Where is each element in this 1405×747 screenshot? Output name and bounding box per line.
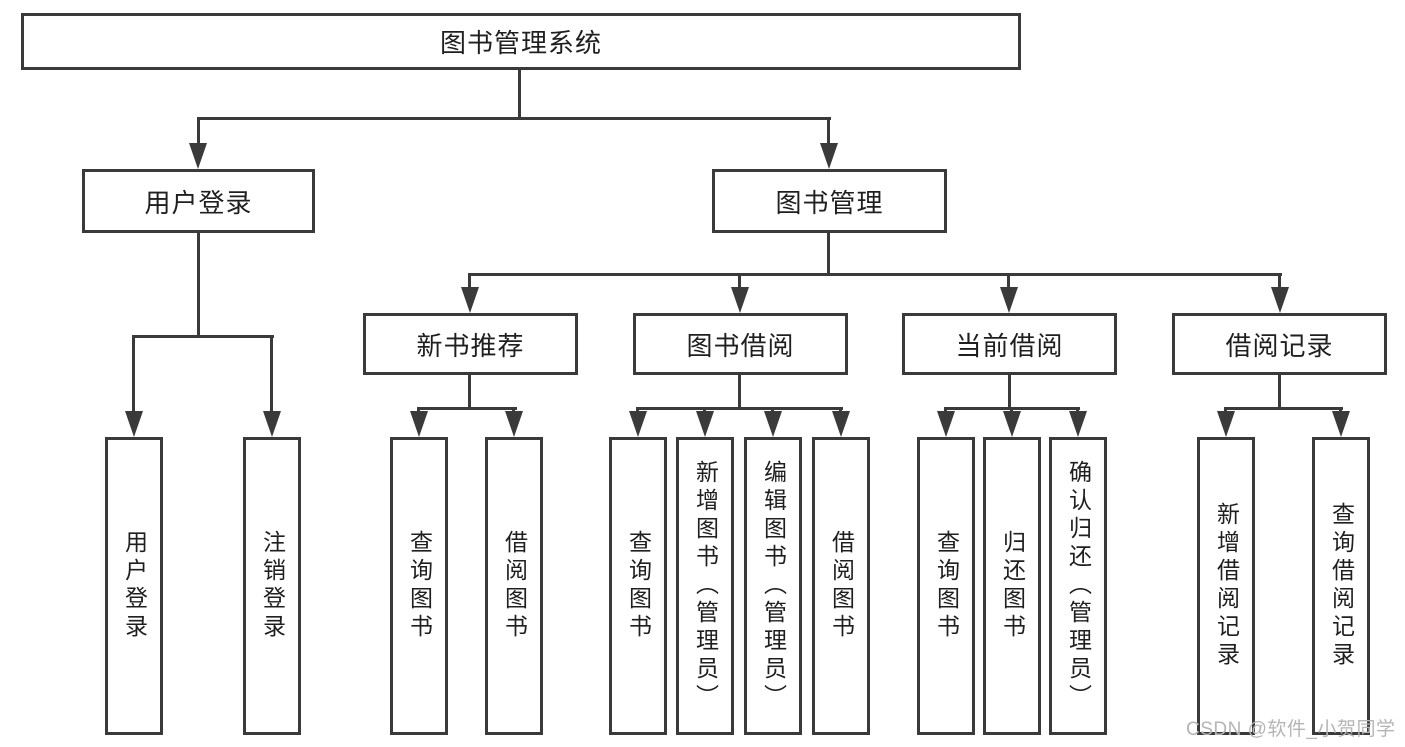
connector-line bbox=[738, 273, 741, 289]
arrowhead-down-icon bbox=[1003, 411, 1021, 437]
leaf-borrowing-query-books: 查询图书 bbox=[609, 437, 667, 735]
connector-line bbox=[1008, 375, 1011, 407]
leaf-records-query-borrow-record: 查询借阅记录 bbox=[1312, 437, 1370, 735]
node-label: 用户登录 bbox=[144, 187, 253, 218]
node-label: 新书推荐 bbox=[416, 330, 525, 361]
node-label: 查询借阅记录 bbox=[1328, 502, 1355, 670]
connector-line bbox=[1007, 273, 1010, 289]
arrowhead-down-icon bbox=[263, 411, 281, 437]
leaf-recommend-borrow-books: 借阅图书 bbox=[485, 437, 543, 735]
node-label: 查询图书 bbox=[625, 530, 652, 642]
leaf-recommend-query-books: 查询图书 bbox=[390, 437, 448, 735]
arrowhead-down-icon bbox=[820, 143, 838, 169]
connector-line bbox=[738, 375, 741, 407]
node-label: 注销登录 bbox=[259, 530, 286, 642]
node-book-management: 图书管理 bbox=[712, 169, 947, 233]
node-current-borrowing: 当前借阅 bbox=[902, 313, 1117, 375]
connector-line bbox=[417, 407, 517, 410]
arrowhead-down-icon bbox=[696, 411, 714, 437]
csdn-watermark: CSDN @软件_小贺同学 bbox=[1186, 719, 1396, 740]
leaf-current-confirm-return-admin: 确认归还（管理员） bbox=[1049, 437, 1107, 735]
arrowhead-down-icon bbox=[764, 411, 782, 437]
arrowhead-down-icon bbox=[410, 411, 428, 437]
arrowhead-down-icon bbox=[1000, 287, 1018, 313]
arrowhead-down-icon bbox=[189, 143, 207, 169]
node-label: 借阅图书 bbox=[828, 530, 855, 642]
leaf-user-login: 用户登录 bbox=[105, 437, 163, 735]
node-label: 新增借阅记录 bbox=[1213, 502, 1240, 670]
node-label: 新增图书（管理员） bbox=[692, 460, 719, 712]
node-book-borrowing: 图书借阅 bbox=[633, 313, 848, 375]
node-label: 当前借阅 bbox=[955, 330, 1064, 361]
leaf-borrowing-edit-books-admin: 编辑图书（管理员） bbox=[744, 437, 802, 735]
node-label: 借阅记录 bbox=[1225, 330, 1334, 361]
connector-line bbox=[1224, 407, 1343, 410]
node-label: 查询图书 bbox=[933, 530, 960, 642]
node-label: 归还图书 bbox=[999, 530, 1026, 642]
connector-line bbox=[197, 117, 200, 147]
arrowhead-down-icon bbox=[629, 411, 647, 437]
leaf-records-add-borrow-record: 新增借阅记录 bbox=[1197, 437, 1255, 735]
leaf-logout-login: 注销登录 bbox=[243, 437, 301, 735]
leaf-borrowing-add-books-admin: 新增图书（管理员） bbox=[676, 437, 734, 735]
arrowhead-down-icon bbox=[832, 411, 850, 437]
leaf-current-query-books: 查询图书 bbox=[917, 437, 975, 735]
connector-line bbox=[827, 117, 830, 147]
connector-line bbox=[197, 233, 200, 335]
node-label: 用户登录 bbox=[121, 530, 148, 642]
connector-line bbox=[636, 407, 843, 410]
arrowhead-down-icon bbox=[937, 411, 955, 437]
node-label: 编辑图书（管理员） bbox=[760, 460, 787, 712]
node-user-login: 用户登录 bbox=[82, 169, 315, 233]
arrowhead-down-icon bbox=[731, 287, 749, 313]
arrowhead-down-icon bbox=[1271, 287, 1289, 313]
connector-line bbox=[468, 273, 1282, 276]
connector-line bbox=[1278, 375, 1281, 407]
arrowhead-down-icon bbox=[1332, 411, 1350, 437]
connector-line bbox=[468, 375, 471, 407]
leaf-borrowing-borrow-books: 借阅图书 bbox=[812, 437, 870, 735]
node-borrowing-records: 借阅记录 bbox=[1172, 313, 1387, 375]
arrowhead-down-icon bbox=[1217, 411, 1235, 437]
leaf-current-return-books: 归还图书 bbox=[983, 437, 1041, 735]
connector-line bbox=[518, 70, 521, 117]
connector-line bbox=[468, 273, 471, 289]
connector-line bbox=[197, 117, 831, 120]
arrowhead-down-icon bbox=[1069, 411, 1087, 437]
node-new-book-recommend: 新书推荐 bbox=[363, 313, 578, 375]
node-label: 确认归还（管理员） bbox=[1065, 460, 1092, 712]
arrowhead-down-icon bbox=[461, 287, 479, 313]
connector-line bbox=[270, 335, 273, 413]
connector-line bbox=[132, 335, 135, 413]
node-label: 借阅图书 bbox=[501, 530, 528, 642]
node-label: 图书管理系统 bbox=[439, 28, 602, 58]
node-library-management-system: 图书管理系统 bbox=[21, 13, 1021, 70]
node-label: 查询图书 bbox=[406, 530, 433, 642]
connector-line bbox=[132, 335, 274, 338]
arrowhead-down-icon bbox=[125, 411, 143, 437]
connector-line bbox=[827, 233, 830, 273]
node-label: 图书借阅 bbox=[686, 330, 795, 361]
arrowhead-down-icon bbox=[505, 411, 523, 437]
connector-line bbox=[1278, 273, 1281, 289]
node-label: 图书管理 bbox=[775, 187, 884, 218]
